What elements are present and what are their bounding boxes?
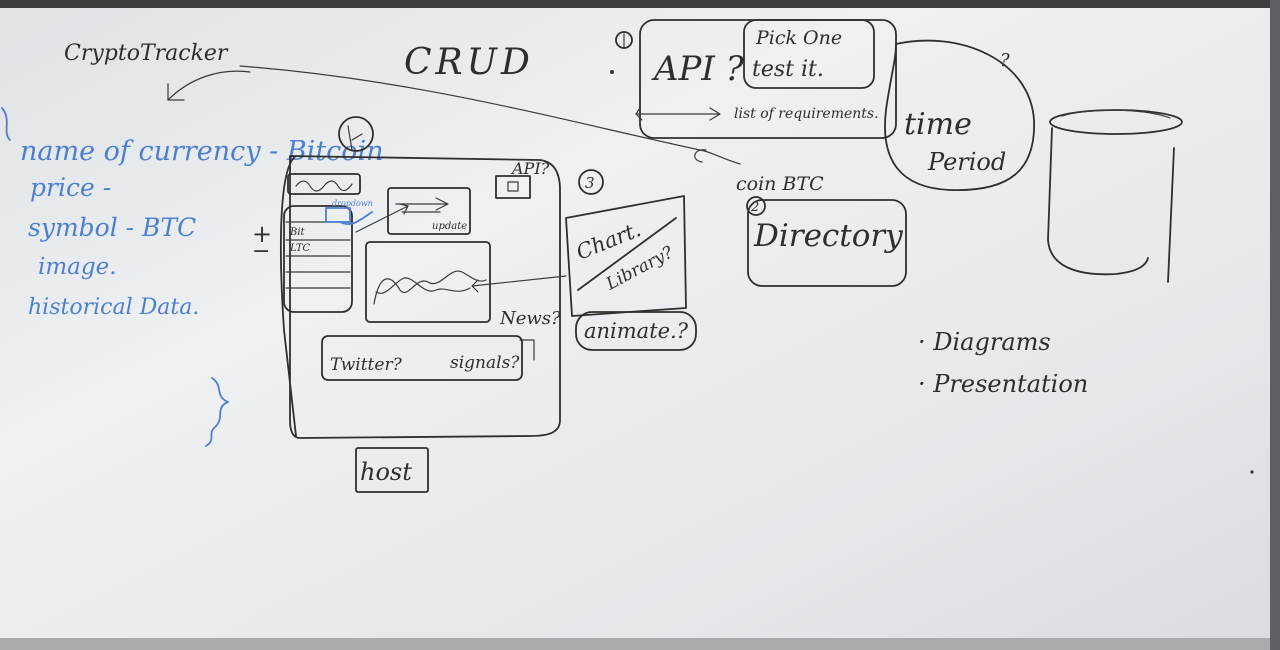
- directory-box: [747, 199, 907, 287]
- mockup-dropdown-label: dropdown: [332, 199, 373, 208]
- time-period-box: [884, 39, 1035, 191]
- coin-btc-label: coin BTC: [736, 173, 824, 195]
- pick-one-label: Pick One: [755, 27, 842, 49]
- mockup-api-box: [495, 175, 531, 199]
- api-label: API ?: [651, 49, 745, 89]
- dot-mark-2: [610, 70, 614, 74]
- mockup-update-box: [387, 187, 471, 235]
- field-historical: historical Data.: [28, 295, 199, 320]
- mockup-header-scribble: [295, 180, 353, 192]
- mockup-dropdown-arrow: [339, 211, 373, 225]
- mockup-update-arrow: [395, 197, 449, 213]
- crud-text: CRUD: [404, 42, 534, 83]
- field-price: price -: [30, 173, 111, 202]
- board-frame-top: [0, 0, 1280, 8]
- mockup-header-bar: [287, 173, 361, 195]
- title-arrow: [167, 70, 251, 101]
- time-label: time: [904, 107, 972, 142]
- field-name: name of currency - Bitcoin: [20, 136, 384, 167]
- directory-label: Directory: [753, 218, 903, 254]
- animate-label: animate.?: [584, 319, 689, 343]
- presentation-label: · Presentation: [918, 370, 1088, 398]
- mockup-coin-list: [283, 205, 353, 313]
- database-cylinder-icon: [1047, 109, 1183, 283]
- api-number-circle: [615, 31, 633, 49]
- connector-curve: [239, 65, 741, 165]
- mockup-chart-line-b: [375, 277, 471, 294]
- mockup-row-bit: Bit: [289, 227, 306, 238]
- left-brace-top: [1, 107, 11, 141]
- mockup-circle: [338, 116, 374, 152]
- chart-number: 3: [585, 174, 595, 192]
- connector-hook: [694, 149, 707, 163]
- chart-library-divider: [577, 217, 677, 291]
- field-image: image.: [38, 254, 117, 280]
- mockup-update-label: update: [432, 221, 467, 232]
- mockup-circle-mark: [347, 125, 363, 151]
- minus-sign: −: [252, 239, 270, 264]
- board-surface: [0, 6, 1272, 638]
- twitter-label: Twitter?: [330, 355, 403, 375]
- directory-number-circle: [746, 196, 766, 216]
- board-frame-bottom: [0, 638, 1280, 650]
- directory-number: 2: [750, 200, 759, 215]
- dot-mark-1: [1250, 470, 1254, 474]
- mockup-api-label: API?: [510, 159, 550, 178]
- diagrams-label: · Diagrams: [918, 328, 1051, 356]
- news-label: News?: [499, 308, 561, 329]
- mockup-dropdown-box: [325, 207, 351, 223]
- pick-one-box: [743, 19, 875, 89]
- chart-number-circle: [578, 169, 604, 195]
- left-brace-bottom: [205, 377, 229, 447]
- field-symbol: symbol - BTC: [28, 213, 196, 242]
- title-text: CryptoTracker: [64, 41, 229, 66]
- mockup-chart-line-a: [373, 270, 487, 305]
- time-question: ?: [1000, 50, 1010, 71]
- mockup-frame: [280, 155, 561, 439]
- news-bracket: [519, 339, 535, 361]
- host-label: host: [360, 458, 412, 486]
- host-box: [355, 447, 429, 493]
- signals-label: signals?: [450, 353, 520, 373]
- mockup-row-ltc: LTC: [289, 243, 310, 254]
- list-arrow-to-update: [355, 203, 409, 233]
- requirements-arrow: [635, 107, 721, 121]
- mockup-social-box: [321, 335, 523, 381]
- test-it-label: test it.: [752, 57, 824, 82]
- board-frame-right: [1270, 0, 1280, 650]
- chart-library-box: [565, 195, 687, 317]
- period-label: Period: [927, 148, 1006, 176]
- mockup-api-inner: [507, 181, 519, 192]
- animate-box: [575, 311, 697, 351]
- plus-sign: +: [252, 220, 272, 248]
- requirements-label: list of requirements.: [734, 106, 879, 122]
- mockup-chart-box: [365, 241, 491, 323]
- chart-link-line: [471, 275, 567, 293]
